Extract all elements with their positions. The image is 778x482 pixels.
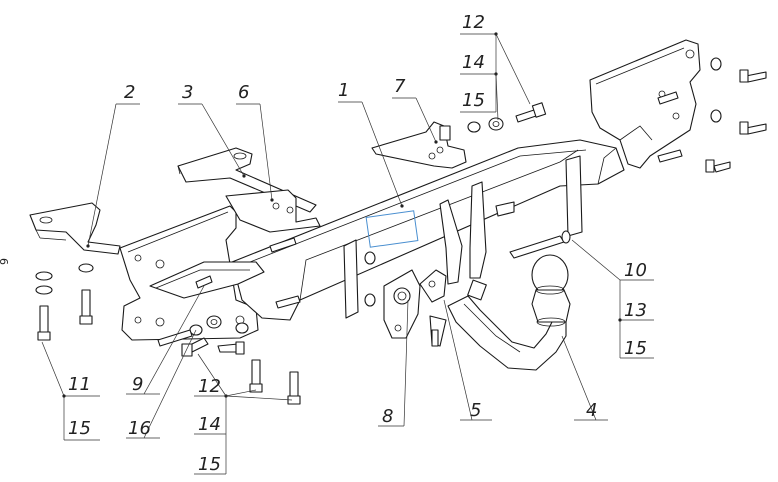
side-mark: 6 (0, 258, 10, 265)
callout-labels: 1 2 3 6 7 12 14 15 10 13 15 4 5 8 9 16 1… (68, 12, 647, 475)
callout-3: 3 (182, 82, 193, 103)
left-bracket-part-2 (29, 202, 121, 255)
callout-10: 10 (624, 260, 647, 281)
callout-4: 4 (586, 400, 597, 421)
callout-left-11: 11 (68, 374, 91, 395)
callout-top-12: 12 (462, 12, 485, 33)
bracket-part-6 (225, 189, 321, 233)
callout-9: 9 (132, 374, 143, 395)
leader-lines (41, 32, 654, 475)
socket-plate-part-8 (383, 269, 421, 339)
callout-top-14: 14 (462, 52, 485, 73)
callout-bottom-15: 15 (198, 454, 221, 475)
towball-neck-part-4 (447, 254, 571, 371)
callout-bottom-12: 12 (198, 376, 221, 397)
callout-top-15: 15 (462, 90, 485, 111)
right-bracket-assembly (589, 39, 701, 169)
callout-5: 5 (470, 400, 481, 421)
callout-16: 16 (128, 418, 151, 439)
center-mount-plates (343, 155, 583, 319)
callout-7: 7 (394, 76, 406, 97)
callout-2: 2 (124, 82, 135, 103)
callout-1: 1 (338, 80, 349, 101)
identification-plate-outline (365, 210, 419, 248)
callout-6: 6 (238, 82, 249, 103)
callout-bottom-14: 14 (198, 414, 221, 435)
bracket-part-7 (371, 121, 467, 169)
callout-right-13: 13 (624, 300, 647, 321)
callout-8: 8 (382, 406, 393, 427)
callout-left-15: 15 (68, 418, 91, 439)
bolt-part-10 (509, 230, 571, 259)
callout-right-15: 15 (624, 338, 647, 359)
